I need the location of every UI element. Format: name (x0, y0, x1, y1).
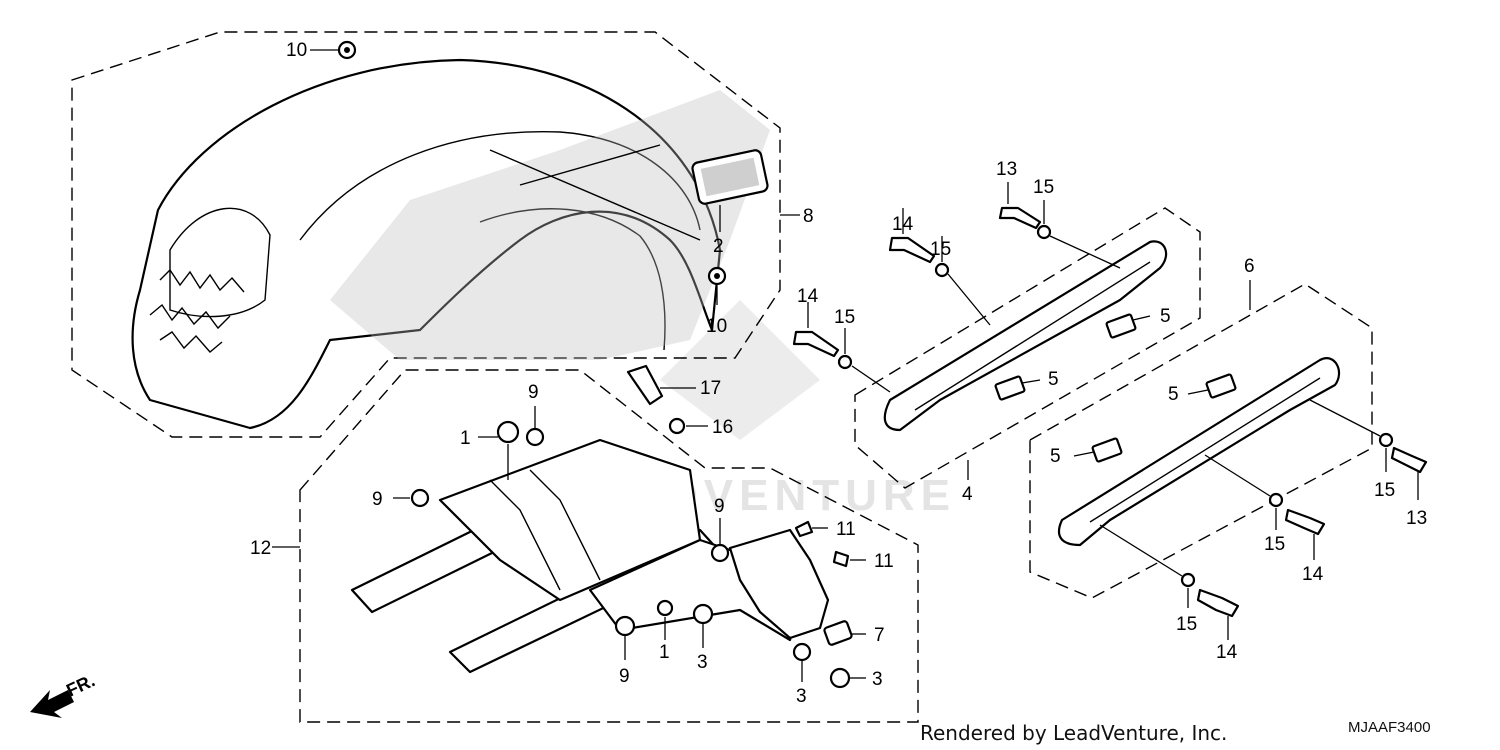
callout-2: 2 (713, 236, 724, 257)
callout-14: 14 (1216, 642, 1238, 663)
front-direction-arrow: FR. (30, 670, 98, 718)
rear-fender (131, 58, 722, 430)
side-rail-left-group (792, 182, 1201, 489)
callout-10: 10 (706, 316, 727, 337)
callout-15: 15 (930, 239, 951, 260)
callout-7: 7 (874, 625, 885, 646)
grommet-9-c (710, 543, 730, 563)
collar-7 (823, 620, 853, 646)
grommet-9-b (410, 488, 430, 508)
callout-14: 14 (892, 214, 914, 235)
callout-5: 5 (1168, 384, 1179, 405)
bolt-14-d (1196, 588, 1240, 618)
clip-11b (832, 550, 850, 568)
callout-5: 5 (1048, 369, 1059, 390)
rubber-5-d (1091, 437, 1123, 463)
callout-15: 15 (1176, 614, 1197, 635)
fender-shading (330, 90, 770, 360)
bolt-14-b (792, 330, 840, 358)
bolt-14-a (888, 236, 936, 264)
callout-16: 16 (712, 417, 733, 438)
callout-15: 15 (1033, 177, 1054, 198)
sub-frame-strap-1 (489, 469, 601, 591)
reflector-mount-line (489, 144, 701, 241)
callout-3: 3 (872, 669, 883, 690)
callout-10: 10 (286, 40, 307, 61)
cap-3-a (692, 603, 714, 625)
callout-1: 1 (460, 428, 471, 449)
callout-14: 14 (1302, 564, 1324, 585)
fender-side-panel (169, 207, 271, 318)
cap-1-bottom (656, 599, 674, 617)
cap-3-c (829, 667, 851, 689)
sub-frame-group (272, 369, 919, 723)
callout-11: 11 (874, 551, 894, 572)
callout-3: 3 (796, 686, 807, 707)
cap-3-b (792, 642, 812, 662)
side-rail-left (883, 240, 1168, 432)
callout-8: 8 (803, 206, 814, 227)
clip-11a (794, 520, 814, 538)
callout-9: 9 (714, 496, 725, 517)
callout-14: 14 (797, 286, 819, 307)
grommet-17 (626, 364, 696, 406)
washer-15-e (1268, 492, 1284, 508)
callout-15: 15 (1264, 534, 1285, 555)
callout-labels: 10 2 10 8 17 16 1 9 9 12 9 11 11 7 9 1 3… (250, 40, 1427, 707)
callout-6: 6 (1244, 256, 1255, 277)
callout-5: 5 (1160, 306, 1171, 327)
grommet-9-a (525, 427, 545, 447)
washer-15-a (1036, 224, 1052, 240)
washer-15-b (934, 262, 950, 278)
reflector (691, 149, 769, 205)
callout-17: 17 (700, 378, 721, 399)
fender-inner-arch (299, 130, 701, 241)
side-rail-right-boundary (1029, 283, 1373, 599)
washer-15-c (837, 354, 853, 370)
bolt-13-b (1390, 446, 1428, 474)
callout-12: 12 (250, 538, 271, 559)
callout-3: 3 (697, 652, 708, 673)
washer-15-f (1180, 572, 1196, 588)
callout-9: 9 (619, 666, 630, 687)
callout-9: 9 (372, 489, 383, 510)
bolt-13-a (998, 206, 1042, 230)
license-bracket (728, 528, 830, 640)
grommet-9-d (614, 615, 636, 637)
callout-1: 1 (659, 642, 670, 663)
side-rail-left-boundary (854, 207, 1201, 489)
callout-5: 5 (1050, 446, 1061, 467)
diagram-code: MJAAF3400 (1348, 719, 1431, 736)
cap-1-top (496, 420, 520, 444)
watermark-logo (660, 300, 820, 440)
callout-13: 13 (1406, 508, 1427, 529)
washer-15-d (1378, 432, 1394, 448)
bolt-14-c (1284, 508, 1326, 536)
callout-9: 9 (528, 382, 539, 403)
fender-rear-slots (149, 268, 245, 353)
callout-4: 4 (962, 484, 973, 505)
rendered-by-credit: Rendered by LeadVenture, Inc. (920, 721, 1227, 745)
rear-fender-group (71, 31, 800, 438)
rubber-5-a (1105, 313, 1137, 339)
rubber-5-b (994, 375, 1026, 401)
rear-fender-group-boundary (71, 31, 781, 438)
bolt-16 (668, 417, 708, 435)
side-rail-right-group (1029, 280, 1428, 640)
callout-13: 13 (996, 159, 1017, 180)
fr-arrow-icon (30, 690, 74, 718)
callout-15: 15 (834, 307, 855, 328)
callout-15: 15 (1374, 480, 1395, 501)
rubber-5-c (1205, 373, 1237, 399)
fender-inner-arch-2 (479, 208, 666, 351)
callout-11: 11 (836, 519, 856, 540)
